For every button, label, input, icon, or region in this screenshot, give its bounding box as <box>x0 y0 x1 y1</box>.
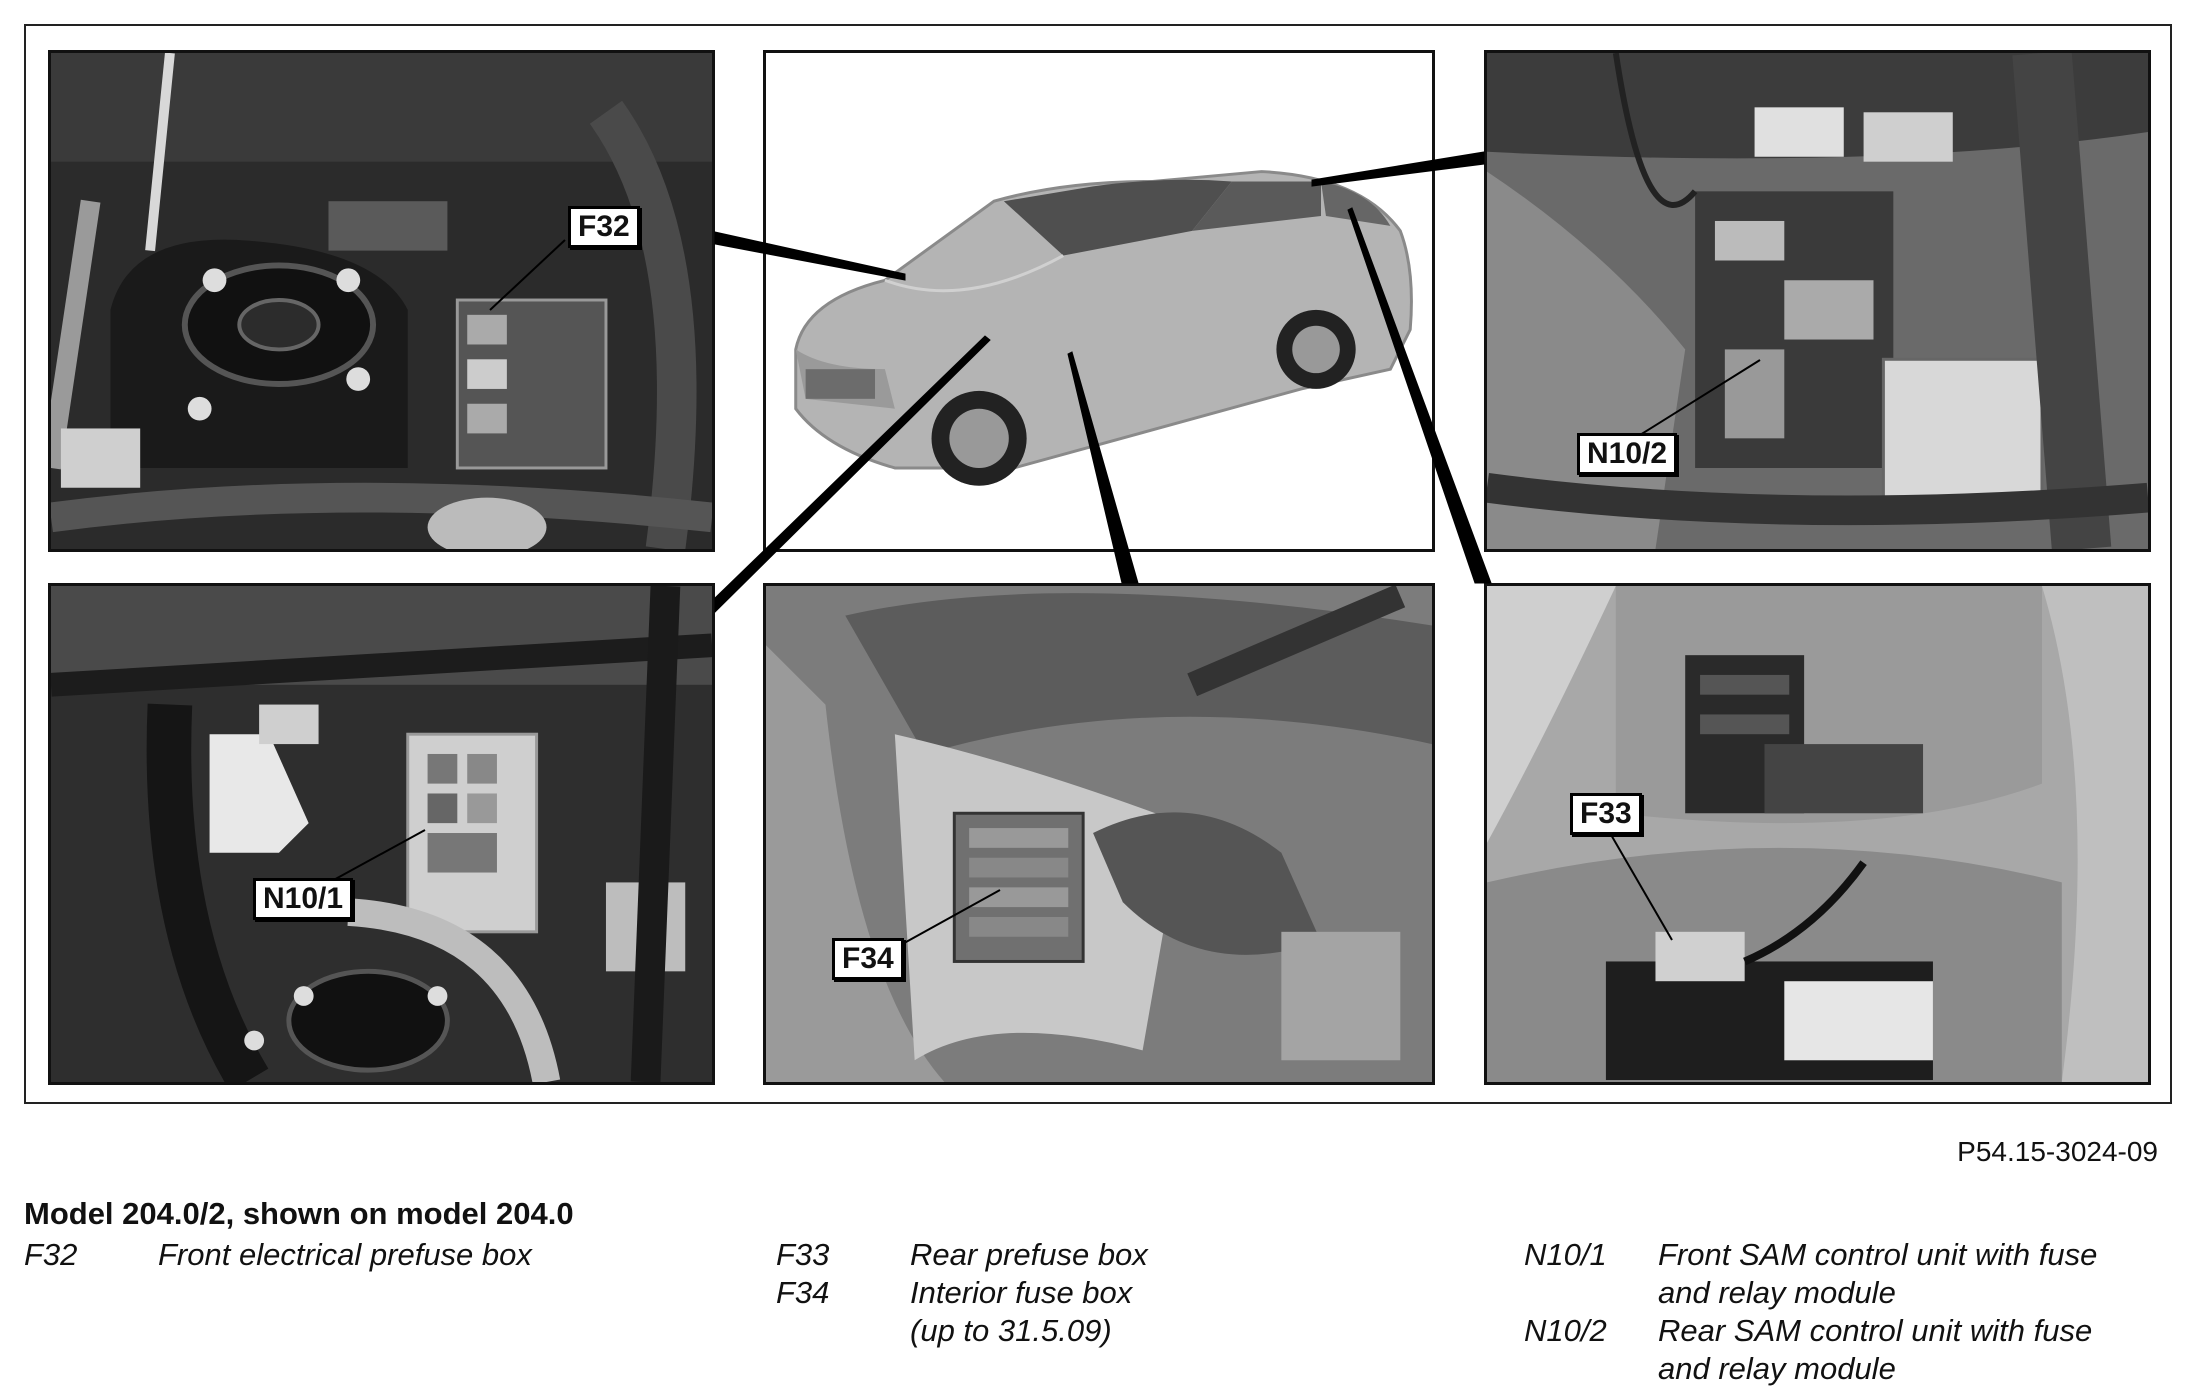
figure-title: Model 204.0/2, shown on model 204.0 <box>24 1196 574 1231</box>
callout-f32: F32 <box>568 206 640 248</box>
photo-front-prefuse-box <box>48 50 715 552</box>
legend-text: Interior fuse box (up to 31.5.09) <box>910 1275 1133 1348</box>
legend-item: F34 Interior fuse box (up to 31.5.09) <box>776 1274 1148 1350</box>
photo-front-sam <box>48 583 715 1085</box>
callout-f33: F33 <box>1570 793 1642 835</box>
figure-reference: P54.15-3024-09 <box>1957 1136 2158 1167</box>
legend-code: F34 <box>776 1275 830 1310</box>
legend-code: N10/2 <box>1524 1313 1607 1348</box>
callout-n10-2: N10/2 <box>1577 433 1678 475</box>
legend-text: Rear prefuse box <box>910 1237 1148 1272</box>
legend-item: N10/1 Front SAM control unit with fuse a… <box>1524 1236 2097 1312</box>
photo-rear-sam <box>1484 50 2151 552</box>
legend-item: N10/2 Rear SAM control unit with fuse an… <box>1524 1312 2097 1388</box>
legend-code: N10/1 <box>1524 1237 1607 1272</box>
legend-text: Rear SAM control unit with fuse and rela… <box>1658 1313 2093 1386</box>
legend-code: F33 <box>776 1237 830 1272</box>
legend-item: F32 Front electrical prefuse box <box>24 1236 532 1274</box>
legend-column-1: F32 Front electrical prefuse box <box>24 1236 532 1274</box>
legend-item: F33 Rear prefuse box <box>776 1236 1148 1274</box>
legend-column-2: F33 Rear prefuse box F34 Interior fuse b… <box>776 1236 1148 1350</box>
photo-rear-prefuse-box <box>1484 583 2151 1085</box>
photo-interior-fuse-box <box>763 583 1435 1085</box>
legend-code: F32 <box>24 1237 78 1272</box>
callout-n10-1: N10/1 <box>253 878 354 920</box>
legend-text: Front SAM control unit with fuse and rel… <box>1658 1237 2098 1310</box>
photo-vehicle-overview <box>763 50 1435 552</box>
callout-f34: F34 <box>832 938 904 980</box>
legend-column-3: N10/1 Front SAM control unit with fuse a… <box>1524 1236 2097 1388</box>
legend-text: Front electrical prefuse box <box>158 1237 532 1272</box>
